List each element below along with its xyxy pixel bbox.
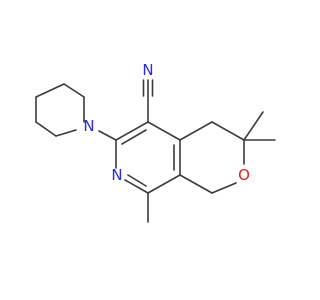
bond-c4-c3 [211,121,245,141]
atom-pyridine-n: N [111,166,122,184]
piperidine-ring [35,83,85,137]
bond-c6-npip [55,129,77,137]
atom-piperidine-n: N [83,117,94,135]
bond-c6-c5-inner [121,129,147,145]
atom-nitrile-n: N [142,61,153,79]
pyran-ring [179,121,245,194]
structure-canvas: N N N O [35,61,276,223]
bond-c6-npip [98,130,117,141]
bond-c3-c4 [35,83,65,98]
bond-c8a-c8 [147,174,181,194]
bond-o2-c1 [211,182,237,194]
pyridine-ring [115,121,181,194]
bond-c4-c4a [147,121,181,141]
bond-c5-c6 [35,121,57,137]
bond-c6-c5 [115,121,149,141]
atom-pyran-o: O [238,166,250,184]
nitrile-group [142,79,154,123]
bond-c4a-c4 [179,121,213,141]
bond-c1-c8a [179,174,213,194]
bond-c2-c3 [63,83,85,98]
bond-c3-methyl-a [243,111,264,141]
molecule-structure: N N N O [35,61,276,223]
bond-c8-n7 [124,179,149,194]
bond-c8-n7-inner [127,174,147,187]
